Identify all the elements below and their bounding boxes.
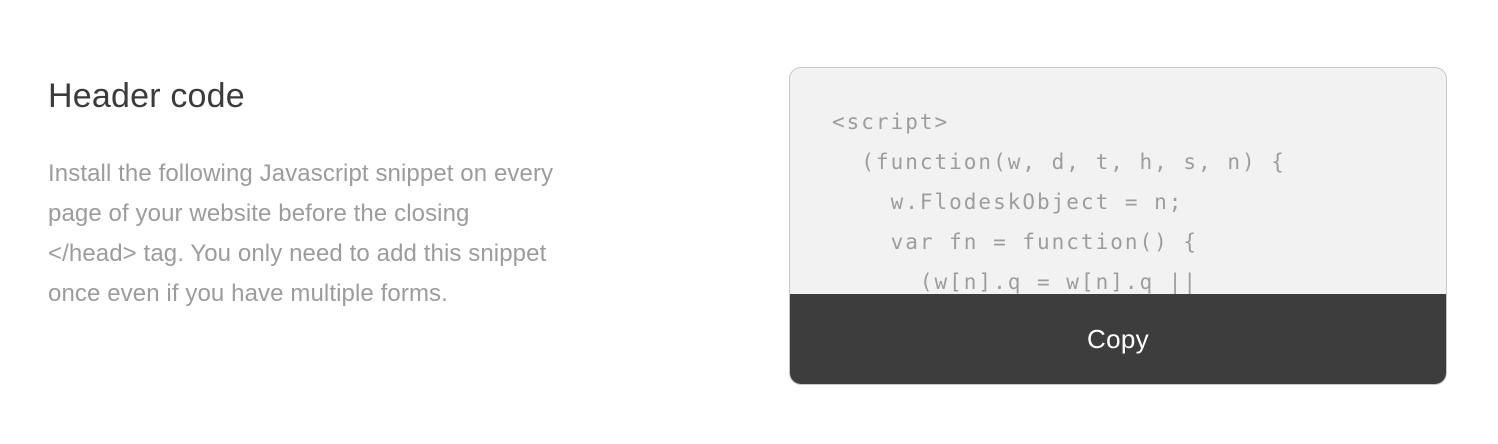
copy-button[interactable]: Copy xyxy=(790,294,1446,384)
copy-button-label: Copy xyxy=(1087,323,1149,354)
section-description: Install the following Javascript snippet… xyxy=(48,160,554,307)
left-panel: Header code Install the following Javasc… xyxy=(48,74,560,314)
code-block[interactable]: <script> (function(w, d, t, h, s, n) { w… xyxy=(832,110,1286,294)
page-title: Header code xyxy=(48,77,245,115)
code-snippet-card: <script> (function(w, d, t, h, s, n) { w… xyxy=(789,67,1447,385)
